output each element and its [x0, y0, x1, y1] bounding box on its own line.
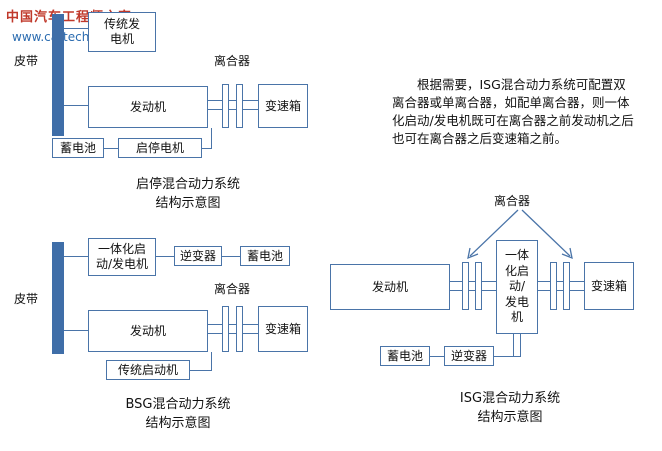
bsg-gearbox-label: 变速箱 [264, 321, 301, 336]
top-shaft [208, 100, 258, 110]
isg-gearbox: 变速箱 [584, 262, 634, 310]
isg-engine-label: 发动机 [371, 279, 408, 294]
top-caption: 启停混合动力系统 结构示意图 [118, 176, 258, 214]
isg-clutch-label: 离合器 [494, 194, 531, 208]
bsg-clutch-label: 离合器 [214, 282, 251, 296]
top-gearbox: 变速箱 [258, 84, 308, 128]
bsg-motor-inverter-link [156, 256, 174, 257]
isg-shaft-right [538, 281, 584, 291]
bsg-inverter-battery-link [222, 256, 240, 257]
isg-inverter: 逆变器 [444, 346, 494, 366]
top-battery-label: 蓄电池 [59, 140, 96, 155]
bsg-inverter-label: 逆变器 [179, 248, 216, 263]
top-motor-link [202, 148, 212, 149]
bsg-shaft [208, 324, 258, 334]
isg-inverter-label: 逆变器 [450, 348, 487, 363]
top-clutch-plate-2 [236, 84, 243, 128]
isg-integrated-motor: 一体化启动/发电机 [496, 240, 538, 334]
bsg-starter-link-v [211, 352, 212, 370]
bsg-caption: BSG混合动力系统 结构示意图 [108, 396, 248, 434]
isg-battery: 蓄电池 [380, 346, 430, 366]
top-clutch-plate-1 [222, 84, 229, 128]
top-battery: 蓄电池 [52, 138, 104, 158]
bsg-battery: 蓄电池 [240, 246, 290, 266]
top-caption-line2: 结构示意图 [155, 195, 221, 211]
bsg-starter-link [190, 370, 212, 371]
isg-clutch-arrows [467, 209, 573, 260]
isg-clutch-plate-1 [462, 262, 469, 310]
top-gearbox-label: 变速箱 [264, 98, 301, 113]
top-belt-link-upper [64, 28, 88, 29]
top-traditional-motor-label: 传统发电机 [103, 17, 140, 46]
bsg-belt-label: 皮带 [14, 292, 39, 306]
isg-caption-line1: ISG混合动力系统 [459, 391, 561, 406]
isg-gearbox-label: 变速箱 [590, 278, 627, 293]
top-traditional-motor: 传统发电机 [88, 12, 156, 52]
isg-clutch-plate-4 [563, 262, 570, 310]
isg-battery-inverter-link [430, 356, 444, 357]
top-caption-line1: 启停混合动力系统 [135, 177, 240, 192]
bsg-engine-label: 发动机 [129, 323, 166, 338]
top-clutch-label: 离合器 [214, 54, 251, 68]
top-engine-label: 发动机 [129, 99, 166, 114]
top-belt [52, 14, 64, 136]
bsg-belt-link-upper [64, 256, 88, 257]
bsg-clutch-plate-1 [222, 306, 229, 352]
bsg-battery-label: 蓄电池 [246, 248, 283, 263]
isg-motor-down-link [513, 334, 514, 356]
top-belt-link-lower [64, 105, 88, 106]
bsg-belt-link-lower [64, 330, 88, 331]
isg-caption-line2: 结构示意图 [477, 409, 543, 425]
bsg-integrated-motor: 一体化启动/发电机 [88, 238, 156, 276]
isg-motor-down-link-2 [520, 334, 521, 356]
top-engine: 发动机 [88, 86, 208, 128]
bsg-integrated-motor-label: 一体化启动/发电机 [95, 242, 149, 271]
isg-shaft-left [450, 281, 496, 291]
isg-caption: ISG混合动力系统 结构示意图 [440, 390, 580, 428]
bsg-clutch-plate-2 [236, 306, 243, 352]
isg-note: 根据需要，ISG混合动力系统可配置双离合器或单离合器，如配单离合器，则一体化启动… [392, 77, 634, 147]
isg-clutch-plate-2 [475, 262, 482, 310]
bsg-inverter: 逆变器 [174, 246, 222, 266]
bsg-traditional-starter-label: 传统启动机 [117, 362, 178, 377]
isg-engine: 发动机 [330, 264, 450, 310]
bsg-gearbox: 变速箱 [258, 306, 308, 352]
bsg-caption-line2: 结构示意图 [145, 415, 211, 431]
isg-integrated-motor-label: 一体化启动/发电机 [504, 248, 529, 325]
isg-clutch-plate-3 [550, 262, 557, 310]
bsg-traditional-starter: 传统启动机 [106, 360, 190, 380]
bsg-caption-line1: BSG混合动力系统 [125, 397, 231, 412]
isg-inverter-link [494, 356, 521, 357]
top-start-stop-motor-label: 启停电机 [135, 140, 184, 155]
bsg-belt [52, 242, 64, 354]
top-motor-link-v [211, 128, 212, 148]
top-start-stop-motor: 启停电机 [118, 138, 202, 158]
top-battery-link [104, 148, 118, 149]
isg-battery-label: 蓄电池 [386, 348, 423, 363]
top-belt-label: 皮带 [14, 54, 39, 68]
bsg-engine: 发动机 [88, 310, 208, 352]
